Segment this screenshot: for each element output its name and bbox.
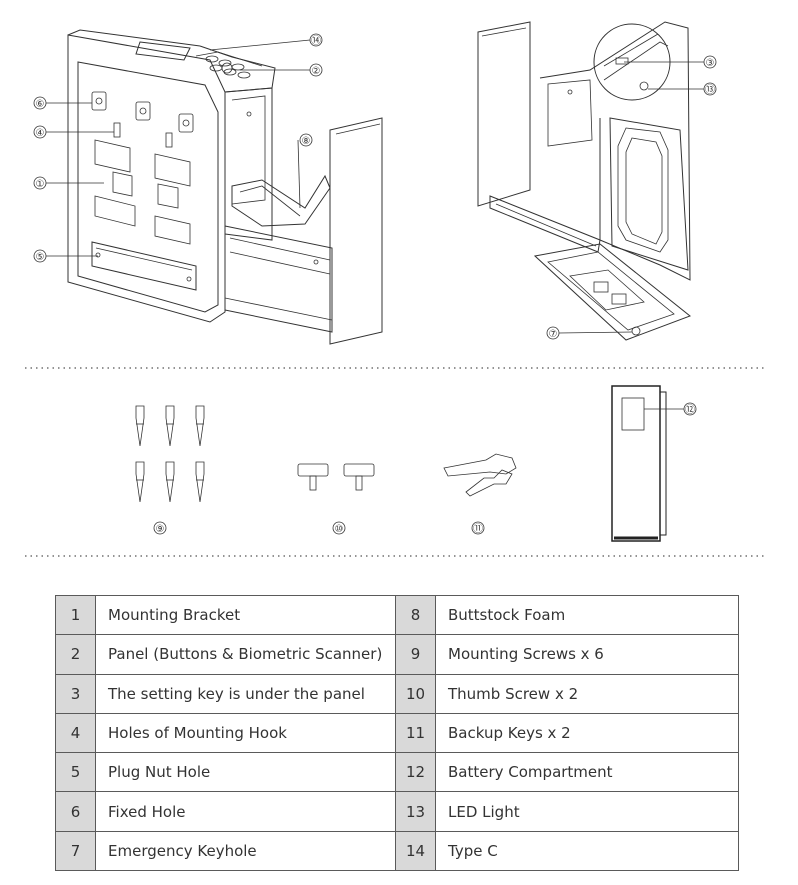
- part-label: Battery Compartment: [435, 752, 739, 793]
- part-label: Backup Keys x 2: [435, 712, 739, 754]
- part-number: 7: [55, 830, 96, 872]
- callout-1: ①: [36, 179, 45, 190]
- callout-4: ④: [36, 128, 45, 139]
- part-label: The setting key is under the panel: [95, 673, 396, 714]
- part-number: 13: [395, 791, 436, 832]
- part-label: Panel (Buttons & Biometric Scanner): [95, 634, 396, 675]
- callout-9: ⑨: [156, 524, 165, 535]
- battery-compartment-illustration: ⑫: [611, 385, 697, 542]
- part-label: Fixed Hole: [95, 791, 396, 832]
- callout-10: ⑩: [335, 524, 344, 535]
- part-label: Holes of Mounting Hook: [95, 712, 396, 754]
- part-number: 14: [395, 830, 436, 872]
- callout-12: ⑫: [685, 404, 695, 416]
- callout-7: ⑦: [549, 329, 558, 340]
- callouts-right-view: ③ ⑬ ⑦: [546, 55, 717, 340]
- part-number: 2: [55, 634, 96, 675]
- part-label: LED Light: [435, 791, 739, 832]
- callout-5: ⑤: [36, 252, 45, 263]
- part-number: 9: [395, 634, 436, 675]
- part-label: Thumb Screw x 2: [435, 673, 739, 714]
- part-label: Plug Nut Hole: [95, 752, 396, 793]
- part-number: 12: [395, 752, 436, 793]
- part-number: 4: [55, 712, 96, 754]
- part-label: Mounting Bracket: [95, 594, 396, 636]
- callout-11: ⑪: [473, 523, 483, 535]
- part-number: 1: [55, 594, 96, 636]
- callouts-left-view: ⑥ ④ ① ⑤ ⑭ ② ⑧: [33, 33, 323, 263]
- callout-14: ⑭: [311, 35, 321, 47]
- part-number: 5: [55, 752, 96, 793]
- callout-13: ⑬: [705, 84, 715, 96]
- part-number: 6: [55, 791, 96, 832]
- callout-8: ⑧: [302, 136, 311, 147]
- callout-6: ⑥: [36, 99, 45, 110]
- mounting-screws-illustration: ⑨: [135, 405, 205, 535]
- part-label: Type C: [435, 830, 739, 872]
- part-label: Buttstock Foam: [435, 594, 739, 636]
- backup-keys-illustration: ⑪: [443, 453, 517, 535]
- part-number: 10: [395, 673, 436, 714]
- callout-2: ②: [312, 66, 321, 77]
- safe-front-view: [67, 29, 383, 345]
- part-number: 8: [395, 594, 436, 636]
- thumb-screws-illustration: ⑩: [297, 463, 375, 535]
- callout-3: ③: [706, 58, 715, 69]
- part-label: Emergency Keyhole: [95, 830, 396, 872]
- part-label: Mounting Screws x 6: [435, 634, 739, 675]
- safe-open-view: [477, 21, 691, 341]
- part-number: 3: [55, 673, 96, 714]
- part-number: 11: [395, 712, 436, 754]
